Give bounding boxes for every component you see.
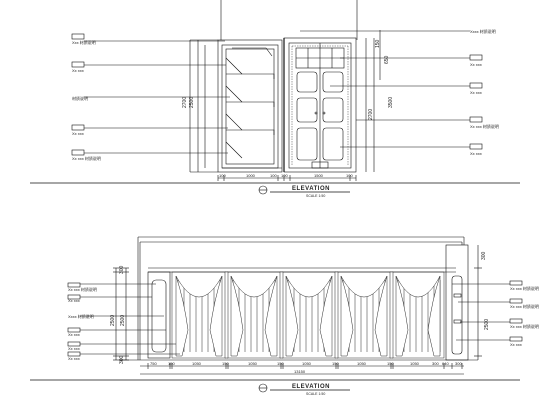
bottom-dim-h-8: 1050 (357, 361, 367, 366)
bottom-dim-h-13: 300 (455, 361, 462, 366)
top-label-right-4: Xx xxx (470, 151, 482, 156)
bottom-dim-v-left-0: 300 (119, 265, 125, 274)
top-label-right-2: Xx xxx (470, 90, 482, 95)
top-label-left-1: Xx xxx (72, 68, 84, 73)
dim-b-0: 100 (219, 173, 226, 178)
dim-v-left-1: 2700 (182, 97, 188, 108)
bottom-dim-h-4: 1050 (248, 361, 258, 366)
bottom-dim-h-5: 150 (277, 361, 284, 366)
dim-b-1: 1000 (246, 173, 256, 178)
top-dims-vertical-left: 2700 2500 (182, 40, 206, 172)
bottom-dim-total: 13150 (294, 369, 306, 374)
dim-v-right-a2: 3500 (388, 97, 394, 108)
bottom-dim-h-6: 1050 (302, 361, 312, 366)
dim-b-3: 100 (281, 173, 288, 178)
bottom-label-left-0: Xx xxx 材质说明 (68, 286, 97, 292)
top-leaders-left: Xxx 材质说明 Xx xxx 材质说明 Xx xxx Xx xxx 材质说明 (71, 33, 230, 161)
bottom-label-left-4: Xx xxx (68, 346, 80, 351)
top-elevation-scale: SCALE 1:50 (306, 194, 325, 198)
bottom-dim-v-left-1: 2500 (110, 315, 116, 326)
bottom-dim-v-left-3: 300 (119, 355, 125, 364)
bottom-label-right-3: Xx xxx (510, 342, 522, 347)
bottom-label-left-3: Xx xxx (68, 332, 80, 337)
bottom-label-right-0: Xx xxx 材质说明 (510, 285, 539, 291)
bottom-label-left-2: Xxxx 材质说明 (68, 313, 94, 319)
bottom-label-left-5: Xx xxx (68, 356, 80, 361)
top-label-right-3: Xx xxx 材质说明 (470, 123, 499, 129)
bottom-dim-h-1: 150 (168, 361, 175, 366)
bottom-elevation-title: ELEVATION (292, 384, 330, 390)
dim-v-right-a1: 2700 (368, 109, 374, 120)
bottom-dim-h-0: 750 (150, 361, 157, 366)
bottom-dim-v-right-1: 300 (481, 251, 487, 260)
bottom-dim-v-right-0: 2500 (484, 319, 490, 330)
dim-v-left-2: 2500 (189, 97, 195, 108)
curtain-bay-1 (171, 271, 227, 359)
top-label-right-1: Xx xxx (470, 62, 482, 67)
bottom-dim-h-7: 150 (332, 361, 339, 366)
shelf-cabinet (217, 39, 283, 173)
top-dims-vertical-right: 2700 3500 150 650 (365, 30, 394, 172)
left-end-panel (147, 271, 171, 359)
bottom-dim-h-11: 300 (432, 361, 439, 366)
top-label-left-4: Xx xxx 材质说明 (72, 155, 101, 161)
top-label-left-0: Xxx 材质说明 (72, 39, 96, 45)
bottom-dim-h-12: 640 (442, 361, 449, 366)
bottom-dim-v-left-2: 2500 (120, 315, 126, 326)
bottom-label-right-1: Xx xxx 材质说明 (510, 303, 539, 309)
dim-v-right-b2: 650 (384, 55, 390, 64)
bottom-leaders-left: Xx xxx 材质说明 Xx xxx Xxxx 材质说明 Xx xxx Xx x… (67, 282, 180, 361)
dim-b-5: 100 (346, 173, 353, 178)
bottom-dim-h-2: 1050 (192, 361, 202, 366)
curtain-bay-2 (226, 271, 282, 359)
curtain-bay-5 (391, 271, 445, 359)
bottom-label-left-1: Xx xxx (68, 298, 80, 303)
bottom-dims-vertical-right: 2500 300 (474, 245, 490, 360)
top-elevation: 2700 2500 2700 3500 150 650 100 1000 100 (30, 0, 520, 198)
top-label-right-0: Xxxx 材质说明 (470, 28, 496, 34)
bottom-dims-vertical-left: 300 2500 2500 300 (110, 265, 129, 364)
top-label-left-3: Xx xxx (72, 131, 84, 136)
bottom-elevation: 300 2500 2500 300 2500 300 (30, 236, 539, 396)
bottom-label-right-2: Xx xxx 材质说明 (510, 323, 539, 329)
dim-b-4: 1500 (314, 173, 324, 178)
right-end-panel (445, 244, 469, 361)
dim-b-2: 100 (270, 173, 277, 178)
top-dims-bottom: 100 1000 100 100 1500 100 (217, 173, 357, 181)
top-label-left-2: 材质说明 (72, 95, 88, 101)
curtain-bays (171, 271, 445, 359)
curtain-bay-3 (281, 271, 337, 359)
bottom-elevation-scale: SCALE 1:50 (306, 392, 325, 396)
bottom-dim-h-3: 150 (222, 361, 229, 366)
curtain-bay-4 (336, 271, 392, 359)
bottom-dim-h-9: 150 (387, 361, 394, 366)
bottom-leaders-right: Xx xxx 材质说明 Xx xxx 材质说明 Xx xxx 材质说明 Xx x… (452, 280, 539, 347)
top-title-block: ELEVATION SCALE 1:50 (258, 185, 350, 198)
top-leaders-right: Xxxx 材质说明 Xx xxx Xx xxx Xx xxx 材质说明 Xx x… (300, 28, 499, 156)
bottom-title-block: ELEVATION SCALE 1:50 (258, 383, 350, 396)
top-elevation-title: ELEVATION (292, 186, 330, 192)
bottom-dim-h-10: 1050 (410, 361, 420, 366)
dim-v-right-b1: 150 (375, 39, 381, 48)
bottom-dims-chain: 750 150 1050 150 1050 150 1050 150 1050 … (140, 361, 464, 375)
